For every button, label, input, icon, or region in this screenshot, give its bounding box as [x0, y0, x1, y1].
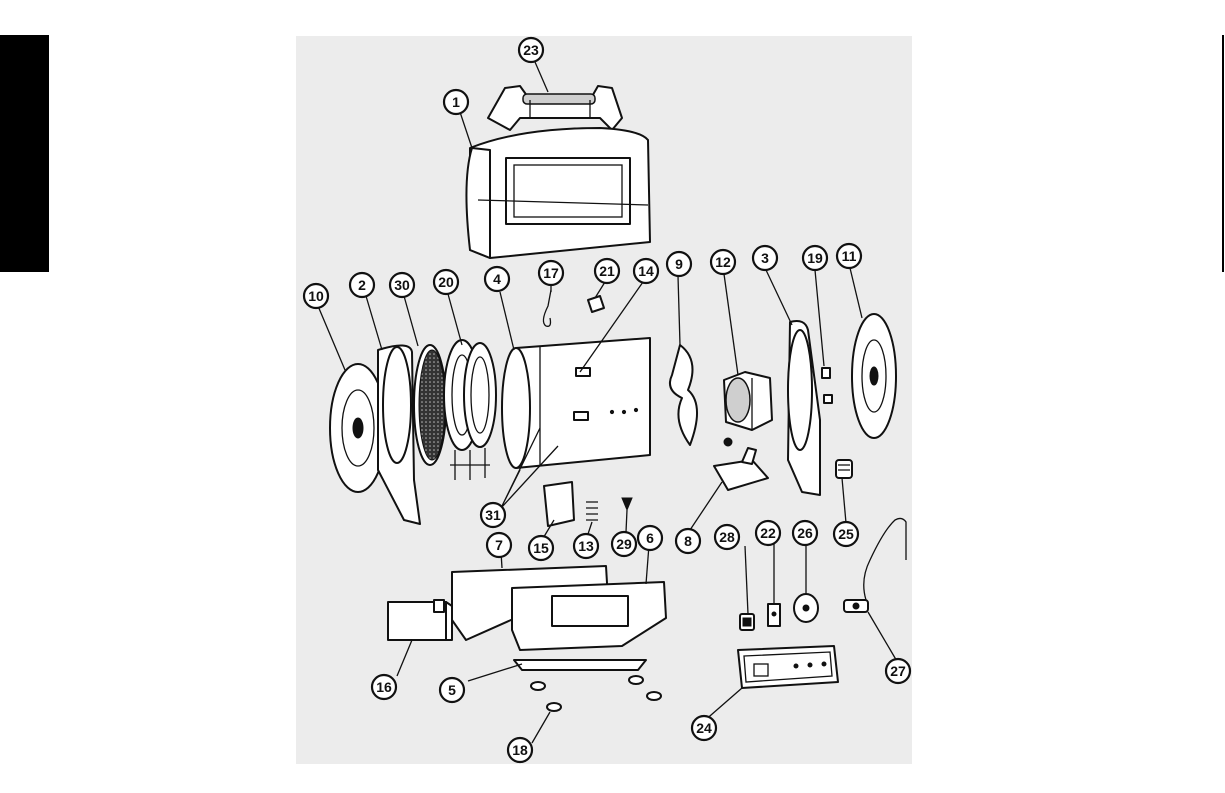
- svg-text:3: 3: [761, 250, 769, 266]
- svg-text:12: 12: [715, 254, 731, 270]
- svg-text:1: 1: [452, 94, 460, 110]
- part-right-frame: [788, 321, 820, 495]
- callout-7: 7: [487, 533, 511, 557]
- callout-18: 18: [508, 738, 532, 762]
- callout-9: 9: [667, 252, 691, 276]
- callout-1: 1: [444, 90, 468, 114]
- svg-text:27: 27: [890, 663, 906, 679]
- part-handle: [488, 86, 622, 130]
- callout-15: 15: [529, 536, 553, 560]
- svg-text:9: 9: [675, 256, 683, 272]
- part-right-grille: [852, 314, 896, 438]
- callout-24: 24: [692, 716, 716, 740]
- svg-text:25: 25: [838, 526, 854, 542]
- part-control-panel: [738, 646, 838, 688]
- svg-text:15: 15: [533, 540, 549, 556]
- part-knob: [836, 460, 852, 478]
- svg-text:4: 4: [493, 271, 501, 287]
- svg-text:14: 14: [638, 263, 654, 279]
- part-left-frame: [378, 345, 420, 524]
- svg-text:10: 10: [308, 288, 324, 304]
- svg-text:24: 24: [696, 720, 712, 736]
- callout-5: 5: [440, 678, 464, 702]
- svg-text:20: 20: [438, 274, 454, 290]
- svg-text:13: 13: [578, 538, 594, 554]
- callout-30: 30: [390, 273, 414, 297]
- part-front-base: [512, 582, 666, 650]
- callout-20: 20: [434, 270, 458, 294]
- svg-text:18: 18: [512, 742, 528, 758]
- part-spring: [586, 502, 598, 520]
- svg-text:11: 11: [842, 248, 857, 264]
- part-cylinder-body: [502, 338, 650, 468]
- svg-text:6: 6: [646, 530, 654, 546]
- svg-text:19: 19: [807, 250, 823, 266]
- svg-text:23: 23: [523, 42, 539, 58]
- part-fan-blade: [670, 345, 697, 445]
- callout-2: 2: [350, 273, 374, 297]
- svg-text:2: 2: [358, 277, 366, 293]
- part-motor: [724, 372, 772, 430]
- callout-10: 10: [304, 284, 328, 308]
- svg-text:28: 28: [719, 529, 735, 545]
- callout-11: 11: [837, 244, 861, 268]
- part-bracket-plate: [544, 482, 574, 526]
- callout-22: 22: [756, 521, 780, 545]
- svg-text:26: 26: [797, 525, 813, 541]
- svg-text:16: 16: [376, 679, 392, 695]
- callout-27: 27: [886, 659, 910, 683]
- callout-17: 17: [539, 261, 563, 285]
- part-thermostat-dial: [794, 594, 818, 622]
- callout-29: 29: [612, 532, 636, 556]
- svg-text:29: 29: [616, 536, 632, 552]
- svg-text:5: 5: [448, 682, 456, 698]
- callout-16: 16: [372, 675, 396, 699]
- callout-26: 26: [793, 521, 817, 545]
- callout-19: 19: [803, 246, 827, 270]
- callout-23: 23: [519, 38, 543, 62]
- callout-6: 6: [638, 526, 662, 550]
- svg-text:31: 31: [485, 507, 501, 523]
- callout-12: 12: [711, 250, 735, 274]
- part-foot: [531, 676, 661, 711]
- part-indicator-plate: [768, 604, 780, 626]
- part-top-housing: [466, 128, 650, 258]
- svg-text:30: 30: [394, 277, 410, 293]
- callout-25: 25: [834, 522, 858, 546]
- part-clip: [588, 296, 604, 312]
- callout-4: 4: [485, 267, 509, 291]
- svg-text:8: 8: [684, 533, 692, 549]
- part-switch: [740, 614, 754, 630]
- callout-31: 31: [481, 503, 505, 527]
- part-control-box: [388, 600, 452, 640]
- part-bottom-plate: [514, 660, 646, 670]
- svg-text:7: 7: [495, 537, 503, 553]
- svg-text:17: 17: [543, 265, 559, 281]
- callout-21: 21: [595, 259, 619, 283]
- part-filter-disc: [414, 345, 446, 465]
- part-screw: [622, 498, 632, 510]
- callout-13: 13: [574, 534, 598, 558]
- callout-3: 3: [753, 246, 777, 270]
- part-fitting: [822, 368, 832, 403]
- callout-28: 28: [715, 525, 739, 549]
- part-hook: [543, 290, 551, 326]
- callout-8: 8: [676, 529, 700, 553]
- svg-text:22: 22: [760, 525, 776, 541]
- part-heating-element: [444, 340, 496, 480]
- callout-14: 14: [634, 259, 658, 283]
- svg-text:21: 21: [599, 263, 615, 279]
